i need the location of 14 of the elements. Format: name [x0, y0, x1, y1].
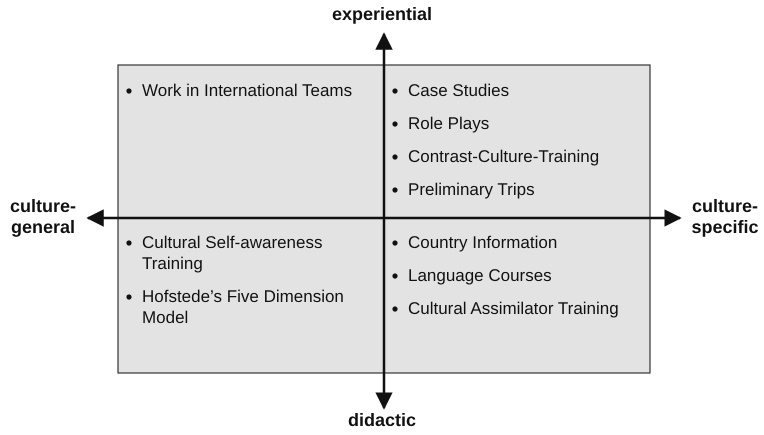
- axis-label: experiential: [332, 4, 432, 24]
- list-item: Preliminary Trips: [408, 179, 535, 200]
- axis-label: didactic: [348, 410, 416, 430]
- axis-label: culture-specific: [691, 196, 759, 237]
- list-item: Cultural Assimilator Training: [408, 298, 619, 319]
- list-item: Contrast-Culture-Training: [408, 146, 600, 167]
- list-item: Case Studies: [408, 80, 510, 101]
- list-item: Hofstede’s Five Dimension Model: [142, 286, 345, 328]
- list-item: Role Plays: [408, 113, 490, 134]
- list-item: Language Courses: [408, 265, 552, 286]
- list-item: Cultural Self-awareness Training: [142, 232, 324, 274]
- list-item: Work in International Teams: [142, 80, 352, 101]
- axis-label: culture-general: [10, 196, 76, 237]
- list-item: Country Information: [408, 232, 558, 253]
